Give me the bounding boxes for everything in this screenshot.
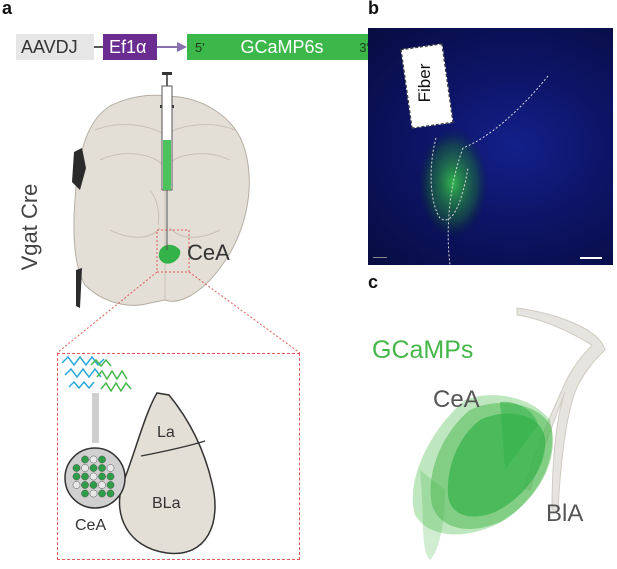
gene-label: GCaMP6s [240,36,324,57]
arrow-right-icon [157,42,187,52]
gcamps-label: GCaMPs [372,336,474,364]
viral-construct: AAVDJ Ef1α 5' GCaMP6s 3' [16,34,377,60]
construct-linker [94,46,103,48]
inset-drawing [61,355,216,555]
region-boundary-left [430,137,469,221]
cea-cell [98,455,106,464]
three-prime-label: 3' [359,39,369,55]
cea-cell [89,472,98,481]
panel-c-bla-label: BlA [546,500,584,527]
optic-fiber [92,393,99,443]
cea-cell [72,464,81,472]
syringe-icon [160,72,174,250]
panel-label-b: b [368,0,379,18]
cea-cell [106,472,115,481]
cea-cell [81,481,89,489]
inset-cea-label: CeA [75,517,107,534]
cea-cell [89,455,98,464]
zoom-box [156,229,190,273]
scale-bar [580,257,602,259]
cea-cell [98,464,106,472]
coronal-brain-section [72,72,250,308]
panel-label-a: a [2,0,13,18]
region-boundary-right [462,75,549,149]
cea-cell [72,472,81,481]
vector-box: AAVDJ [16,34,94,60]
panel-c-drawing [412,307,606,560]
region-boundary-mid [447,147,464,265]
five-prime-label: 5' [195,39,205,55]
cea-cell [89,481,98,489]
fiber-label: Fiber [415,63,434,103]
gene-box: 5' GCaMP6s 3' [187,34,377,60]
cea-cell [81,455,89,464]
cea-cell [106,464,115,472]
light-wave-icon [61,355,132,393]
bla-label: BLa [152,495,181,512]
dark-mark-upper [72,148,86,190]
panel-label-c: c [368,272,379,292]
promoter-label: Ef1α [109,36,147,57]
cea-spot [158,244,181,264]
cea-cell [106,481,115,489]
brain-outline [73,94,250,306]
cea-cell [98,481,106,489]
vector-label: AAVDJ [21,36,78,57]
inset-panel [57,353,300,560]
cea-cell [81,472,89,481]
cea-region-label: CeA [187,240,230,265]
dark-mark-lower [76,268,82,308]
cea-cell [81,464,89,472]
cea-cell [72,481,81,489]
small-scale-mark [373,257,387,258]
cea-cell [81,489,89,498]
cea-cell [89,464,98,472]
panel-c-cea-label: CeA [433,386,480,413]
la-label: La [157,424,175,441]
cea-cell [98,472,106,481]
cea-cell [106,489,115,498]
cea-cell [89,489,98,498]
promoter-box: Ef1α [103,34,157,60]
cea-cell [98,489,106,498]
bla-region [118,392,216,555]
histology-image: Fiber [368,28,613,265]
